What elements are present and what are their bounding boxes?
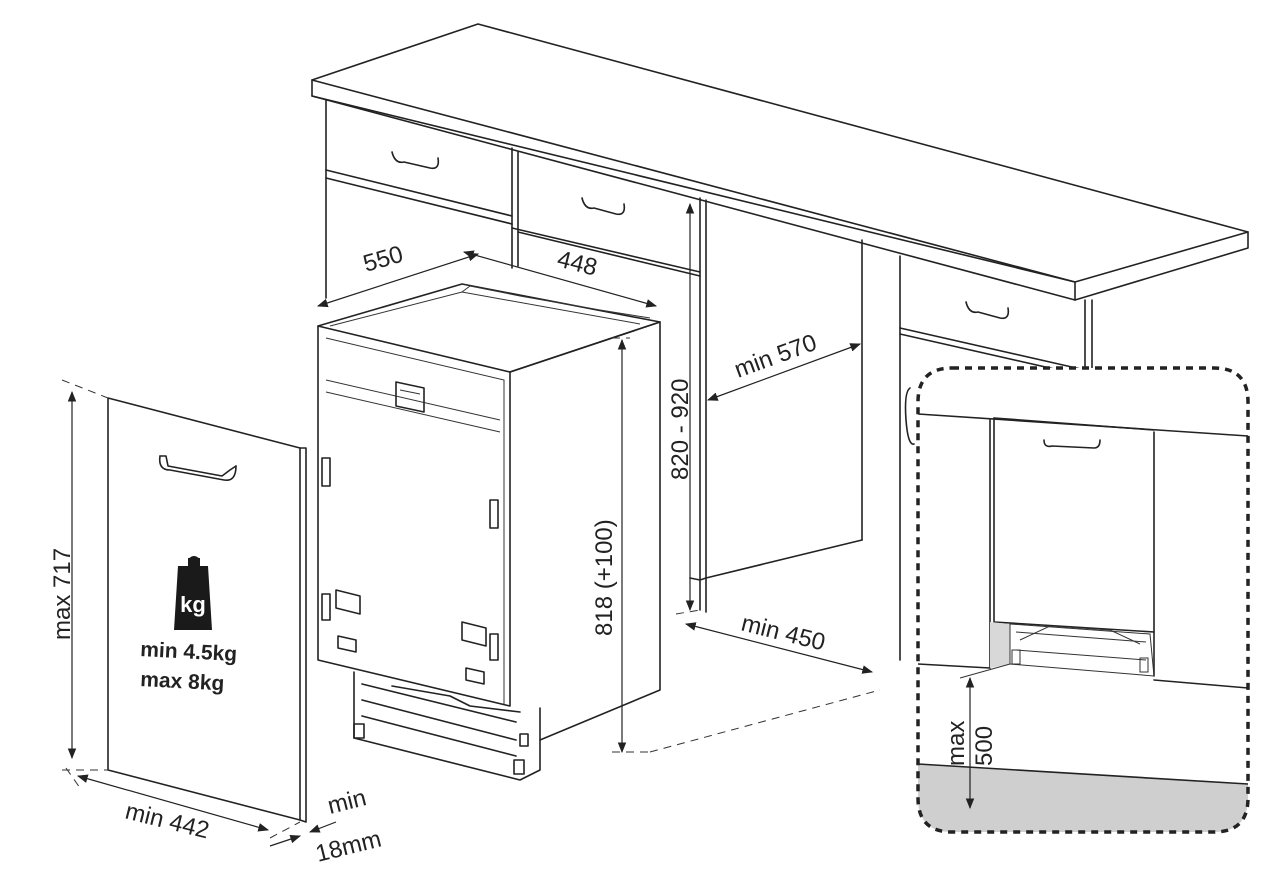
panel-thickness-line1: min xyxy=(325,784,369,820)
kitchen-cabinets xyxy=(311,23,1249,661)
weight-icon-label: kg xyxy=(180,592,206,617)
panel-max-weight: max 8kg xyxy=(140,668,225,695)
panel-thickness-line2: 18mm xyxy=(313,825,384,867)
depth-label: 550 xyxy=(360,241,406,278)
weight-icon: kg xyxy=(174,556,212,630)
width-label: 448 xyxy=(555,246,600,282)
counter-height-label: 820 - 920 xyxy=(667,379,694,480)
extension-lines xyxy=(61,337,881,839)
appliance-height-label: 818 (+100) xyxy=(591,519,618,636)
detail-max-line2: 500 xyxy=(971,726,998,766)
panel-width-label: min 442 xyxy=(123,798,212,845)
floor-shade xyxy=(918,764,1248,832)
detail-callout-frame xyxy=(916,366,1250,834)
detail-callout: max 500 xyxy=(916,366,1250,834)
panel-height-label: max 717 xyxy=(49,548,76,640)
panel-min-weight: min 4.5kg xyxy=(140,638,238,666)
door-panel xyxy=(107,397,307,823)
dimension-lines xyxy=(67,202,874,847)
detail-max-line1: max xyxy=(943,721,970,766)
